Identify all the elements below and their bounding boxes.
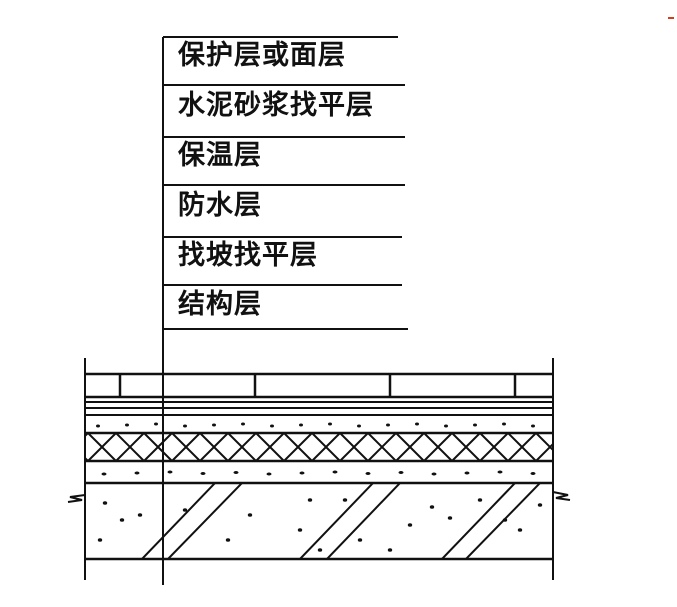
label-waterproof-layer: 防水层 — [178, 190, 262, 221]
aggregate-dot — [477, 498, 483, 502]
aggregate-dot — [182, 508, 188, 512]
hatch-line — [451, 433, 481, 461]
aggregate-dot — [497, 470, 503, 474]
hatch-line — [592, 433, 620, 461]
aggregate-dot — [297, 528, 303, 532]
aggregate-dot — [387, 548, 393, 552]
aggregate-dot — [530, 472, 536, 475]
insulation-hatch — [85, 433, 620, 461]
aggregate-dot — [317, 548, 323, 552]
aggregate-dot — [233, 471, 239, 474]
label-underlines — [163, 36, 408, 330]
aggregate-dot — [97, 538, 103, 542]
hatch-line — [227, 433, 257, 461]
aggregate-dot — [502, 518, 508, 522]
aggregate-dot — [502, 422, 506, 426]
aggregate-dot — [328, 422, 332, 426]
aggregate-dot — [365, 472, 371, 475]
hatch-line — [535, 442, 553, 461]
aggregate-dot — [342, 498, 348, 502]
label-protective-layer: 保护层或面层 — [178, 40, 346, 71]
aggregate-dot — [212, 423, 216, 427]
aggregate-dot — [270, 424, 274, 428]
label-cement-mortar-screed: 水泥砂浆找平层 — [178, 90, 374, 121]
hatch-line — [85, 433, 89, 438]
label-insulation-layer: 保温层 — [178, 140, 262, 171]
aggregate-dot — [101, 472, 107, 476]
red-marker — [668, 17, 674, 19]
aggregate-dot — [537, 503, 543, 507]
aggregate-dot — [137, 513, 143, 517]
aggregate-dot — [431, 472, 437, 476]
aggregate-dot — [225, 538, 231, 542]
aggregate-dot — [119, 518, 125, 522]
aggregate-dot — [531, 424, 535, 428]
hatch-line — [564, 433, 592, 461]
tile-layer — [85, 372, 553, 399]
aggregate-dot — [407, 523, 413, 527]
hatch-line — [395, 433, 425, 461]
hatch-line — [367, 433, 397, 461]
hatch-line — [311, 433, 341, 461]
aggregate-dot — [200, 472, 206, 475]
aggregate-dot — [241, 422, 245, 426]
hatch-line — [85, 456, 89, 461]
aggregate-dot — [134, 471, 140, 475]
label-structural-layer: 结构层 — [178, 289, 262, 320]
aggregate-dot — [357, 424, 361, 428]
hatch-line — [115, 433, 145, 461]
aggregate-dot — [429, 505, 435, 509]
aggregate-dot — [473, 423, 477, 427]
hatch-line — [507, 433, 537, 461]
aggregate-dot — [332, 470, 338, 474]
aggregate-dot — [357, 538, 363, 542]
hatch-line — [423, 433, 453, 461]
membrane-lines — [85, 401, 553, 416]
aggregate-dot — [96, 424, 100, 428]
aggregate-dot — [299, 423, 303, 427]
aggregate-dot — [102, 501, 108, 505]
aggregate-dot — [307, 498, 313, 502]
aggregate-dot — [183, 424, 187, 428]
hatch-line — [199, 433, 229, 461]
aggregate-dot — [398, 471, 404, 474]
aggregate-dots — [96, 422, 543, 552]
hatch-line — [171, 433, 201, 461]
aggregate-dot — [464, 471, 470, 475]
hatch-line — [564, 433, 592, 461]
hatch-line — [283, 433, 313, 461]
aggregate-dot — [247, 513, 253, 517]
hatch-line — [339, 433, 369, 461]
hatch-line — [87, 433, 117, 461]
aggregate-dot — [154, 422, 158, 426]
hatch-line — [255, 433, 285, 461]
concrete-hatch — [141, 484, 541, 559]
hatch-line — [592, 433, 620, 461]
aggregate-dot — [386, 423, 390, 427]
aggregate-dot — [167, 470, 173, 474]
aggregate-dot — [444, 424, 448, 428]
aggregate-dot — [299, 471, 305, 475]
hatch-line — [143, 433, 173, 461]
hatch-line — [479, 433, 509, 461]
break-mark-left — [67, 494, 86, 503]
aggregate-dot — [266, 472, 272, 476]
aggregate-dot — [517, 528, 523, 532]
aggregate-dot — [447, 516, 453, 520]
aggregate-dot — [415, 422, 419, 426]
break-mark-right — [552, 491, 571, 501]
label-slope-screed-layer: 找坡找平层 — [178, 240, 318, 271]
aggregate-dot — [125, 423, 129, 427]
